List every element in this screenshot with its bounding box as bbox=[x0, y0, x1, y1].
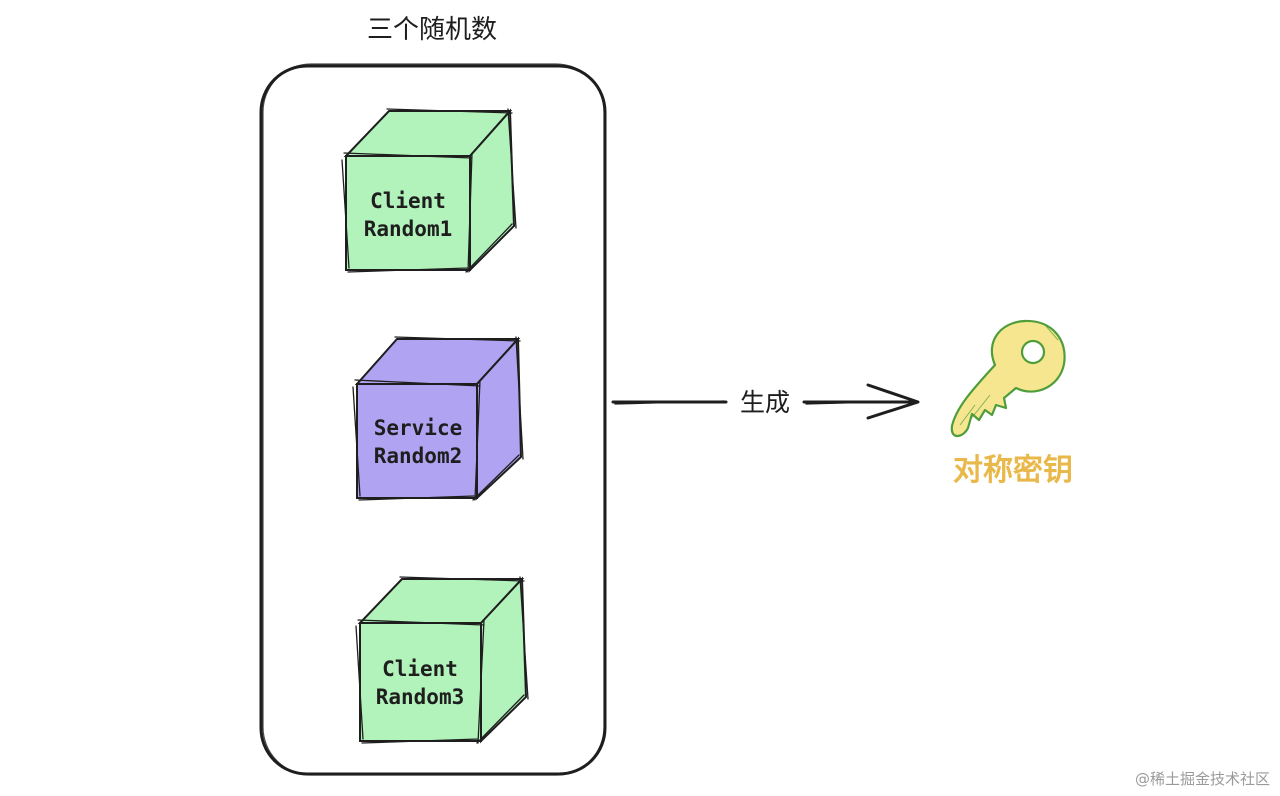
cube-client-random3: Client Random3 bbox=[355, 576, 529, 744]
cube-front-face bbox=[359, 622, 482, 742]
arrow-label: 生成 bbox=[740, 388, 790, 417]
cube-front-face bbox=[356, 383, 478, 499]
cube-label-line1: Service bbox=[374, 416, 463, 440]
group-title: 三个随机数 bbox=[367, 15, 497, 45]
cube-label-line2: Random3 bbox=[376, 685, 465, 709]
generate-arrow: 生成 bbox=[611, 383, 920, 420]
cube-label-line2: Random1 bbox=[364, 217, 453, 241]
key-icon bbox=[950, 319, 1066, 438]
cube-front-face bbox=[345, 155, 471, 271]
cube-side-face bbox=[469, 108, 516, 273]
random-numbers-group bbox=[259, 63, 607, 776]
cube-label-line1: Client bbox=[382, 657, 458, 681]
cube-side-face bbox=[480, 576, 528, 744]
key-label: 对称密钥 bbox=[953, 453, 1073, 488]
cube-label-line2: Random2 bbox=[374, 444, 463, 468]
cube-service-random2: Service Random2 bbox=[352, 336, 524, 501]
cube-label-line1: Client bbox=[370, 189, 446, 213]
cube-client-random1: Client Random1 bbox=[341, 108, 517, 273]
watermark: @稀土掘金技术社区 bbox=[1135, 770, 1270, 788]
